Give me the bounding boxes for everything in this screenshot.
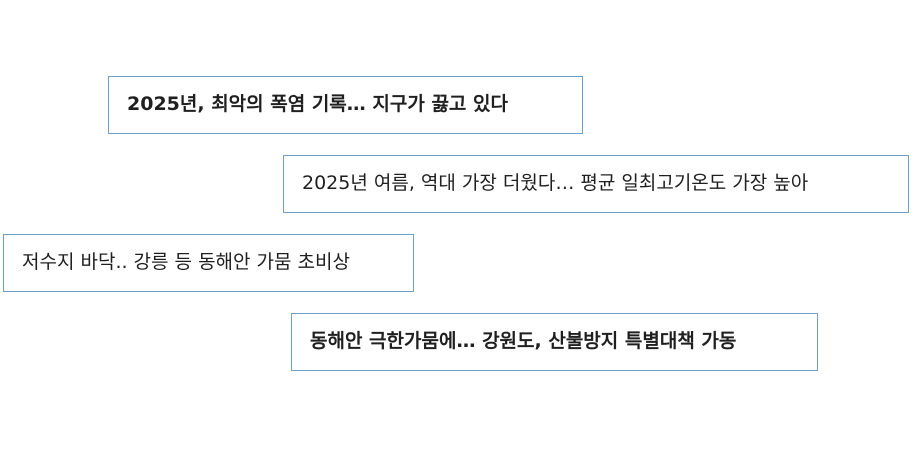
headline-card-hottest-summer[interactable]: 2025년 여름, 역대 가장 더웠다… 평균 일최고기온도 가장 높아 <box>283 155 909 213</box>
headline-card-reservoir-drought[interactable]: 저수지 바닥.. 강릉 등 동해안 가뭄 초비상 <box>3 234 414 292</box>
headline-card-wildfire-measures[interactable]: 동해안 극한가뭄에… 강원도, 산불방지 특별대책 가동 <box>291 313 818 371</box>
headline-card-heatwave-record[interactable]: 2025년, 최악의 폭염 기록… 지구가 끓고 있다 <box>108 76 583 134</box>
